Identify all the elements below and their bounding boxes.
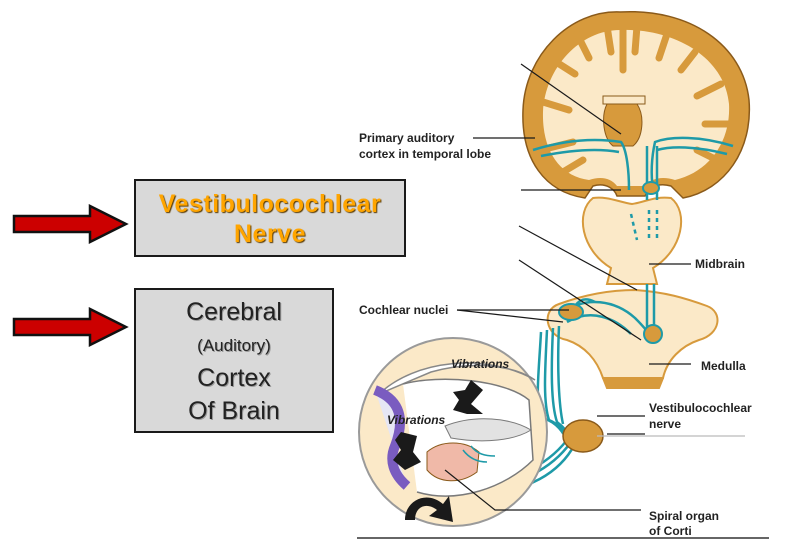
label-vestibulocochlear-2: nerve	[649, 417, 681, 431]
nucleus-dot-left	[558, 303, 584, 321]
box2-line3: Cortex	[197, 364, 271, 392]
red-arrow-1	[12, 204, 129, 244]
leader-lines	[357, 63, 769, 539]
label-spiral-organ-1: Spiral organ	[649, 509, 719, 523]
label-medulla: Medulla	[701, 359, 746, 373]
cerebrum-section	[522, 11, 751, 199]
cerebral-cortex-box: Cerebral (Auditory) Cortex Of Brain	[134, 288, 334, 433]
label-vestibulocochlear-1: Vestibulocochlear	[649, 401, 752, 415]
label-primary-auditory-1: Primary auditory	[359, 131, 455, 145]
label-primary-auditory-2: cortex in temporal lobe	[359, 147, 491, 161]
box1-line2: Nerve	[234, 220, 306, 248]
nucleus-dot-right	[643, 324, 663, 344]
cochlea-inset	[358, 337, 548, 527]
box1-line1: Vestibulocochlear	[158, 190, 382, 218]
label-cochlear-nuclei: Cochlear nuclei	[359, 303, 448, 317]
label-vibrations-bottom: Vibrations	[387, 413, 446, 427]
box2-line4: Of Brain	[188, 397, 280, 425]
vibration-arrows	[393, 380, 483, 522]
label-spiral-organ-2: of Corti	[649, 524, 692, 538]
box2-line1: Cerebral	[186, 298, 282, 326]
label-midbrain: Midbrain	[695, 257, 745, 271]
auditory-pathway-diagram: Primary auditory cortex in temporal lobe…	[357, 11, 769, 539]
nucleus-dot-upper	[642, 181, 660, 195]
box2-line2: (Auditory)	[197, 336, 271, 355]
red-arrow-2	[12, 307, 129, 347]
vestibulocochlear-nerve-box: Vestibulocochlear Nerve	[134, 179, 406, 257]
label-vibrations-top: Vibrations	[451, 357, 510, 371]
midbrain-section	[581, 196, 683, 285]
